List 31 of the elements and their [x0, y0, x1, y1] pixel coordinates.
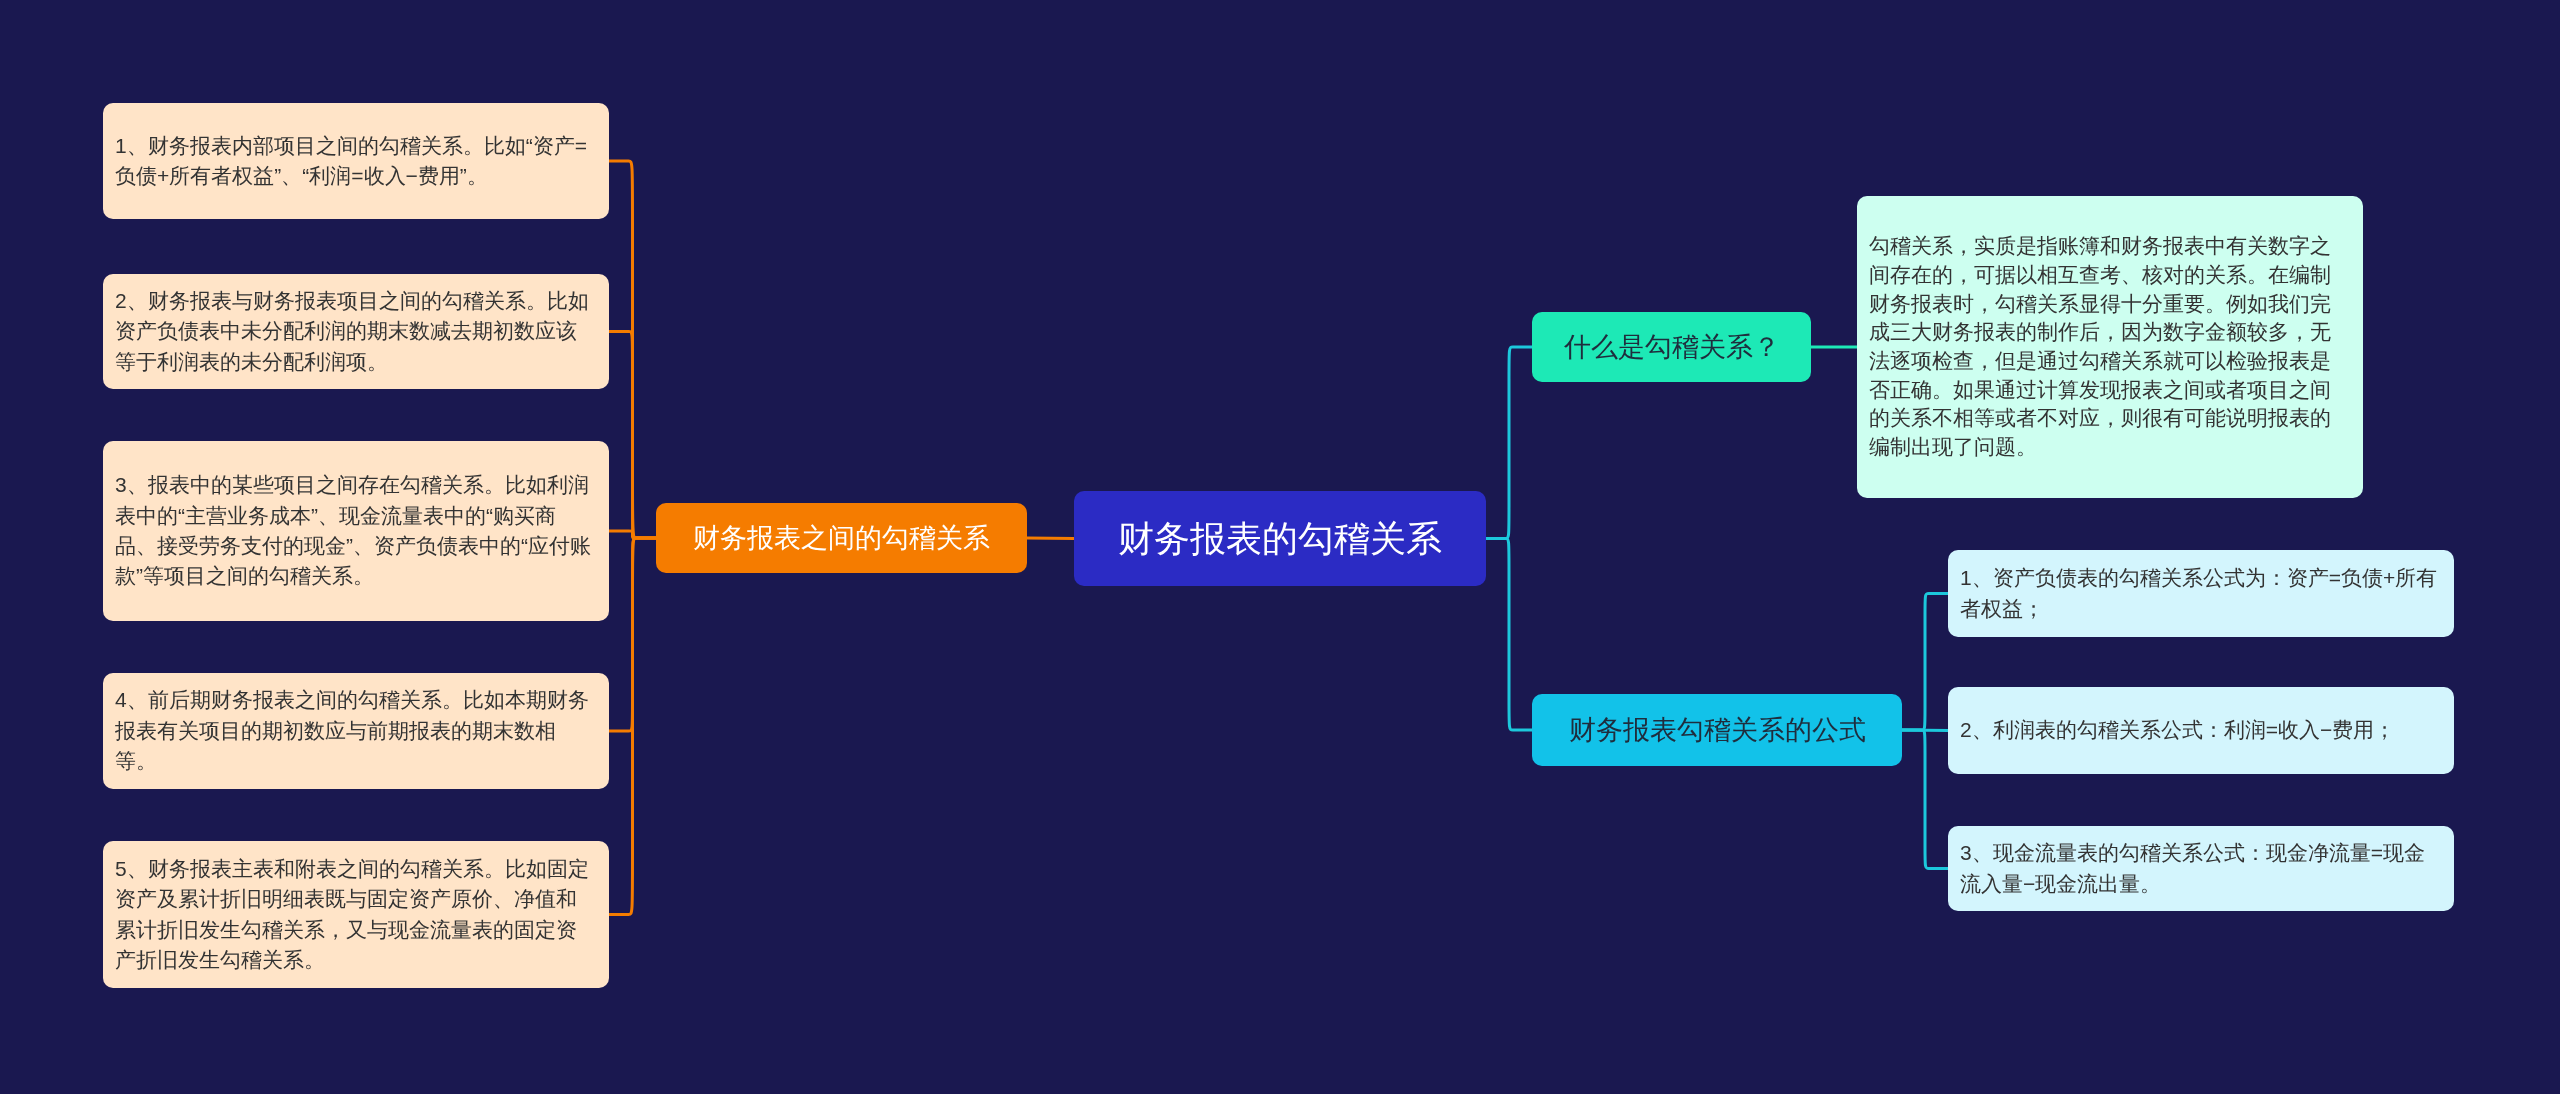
connector-line: [1486, 537, 1532, 732]
connector-line: [609, 536, 656, 916]
note-text: 2、利润表的勾稽关系公式：利润=收入−费用；: [1960, 717, 2396, 744]
connector-line: [1902, 728, 1948, 870]
note-text: 1、资产负债表的勾稽关系公式为：资产=负债+所有者权益；: [1960, 565, 2439, 622]
note-box: [1948, 687, 2454, 774]
topic-label: 财务报表勾稽关系的公式: [1568, 713, 1866, 747]
connector-line: [1027, 536, 1074, 540]
note-box: [103, 673, 609, 789]
branch-topic-box: [1532, 694, 1902, 766]
note-box: [1948, 826, 2454, 911]
note-box: [103, 841, 609, 988]
note-text: 3、报表中的某些项目之间存在勾稽关系。比如利润表中的“主营业务成本”、现金流量表中的“购买商品、接受劳务支付的现金”、资产负债表中的“应付账款”等项目之间的勾稽关系。: [115, 472, 592, 590]
branch-topic-box: [1532, 312, 1811, 382]
central-topic-box: [1074, 491, 1486, 586]
topic-label: 财务报表之间的勾稽关系: [693, 521, 990, 555]
note-text: 勾稽关系，实质是指账簿和财务报表中有关数字之间存在的，可据以相互查考、核对的关系。在编制财务报表时，勾稽关系显得十分重要。例如我们完成三大财务报表的制作后，因为数字金额较多，无法逐项检查，但是通过勾稽关系就可以检验报表是否正确。如果通过计算发现报表之间或者项目之间的关系不相等或者不对应，则很有可能说明报表的编制出现了问题。: [1869, 233, 2332, 461]
note-box: [1857, 196, 2363, 498]
note-box: [103, 274, 609, 389]
topic-label: 什么是勾稽关系？: [1563, 330, 1780, 364]
note-text: 2、财务报表与财务报表项目之间的勾稽关系。比如资产负债表中未分配利润的期末数减去期初数应该等于利润表的未分配利润项。: [115, 287, 590, 375]
note-text: 5、财务报表主表和附表之间的勾稽关系。比如固定资产及累计折旧明细表既与固定资产原价、净值和累计折旧发生勾稽关系，又与现金流量表的固定资产折旧发生勾稽关系。: [115, 855, 590, 973]
topic-label: 财务报表的勾稽关系: [1118, 516, 1442, 561]
note-text: 4、前后期财务报表之间的勾稽关系。比如本期财务报表有关项目的期初数应与前期报表的期末数相等。: [115, 687, 590, 775]
branch-topic-box: [656, 503, 1027, 573]
note-text: 3、现金流量表的勾稽关系公式：现金净流量=现金流入量−现金流出量。: [1960, 840, 2426, 897]
connector-line: [1811, 345, 1857, 349]
note-box: [1948, 550, 2454, 637]
note-box: [103, 103, 609, 219]
note-text: 1、财务报表内部项目之间的勾稽关系。比如“资产=负债+所有者权益”、“利润=收入−费用”。: [115, 132, 588, 189]
note-box: [103, 441, 609, 621]
